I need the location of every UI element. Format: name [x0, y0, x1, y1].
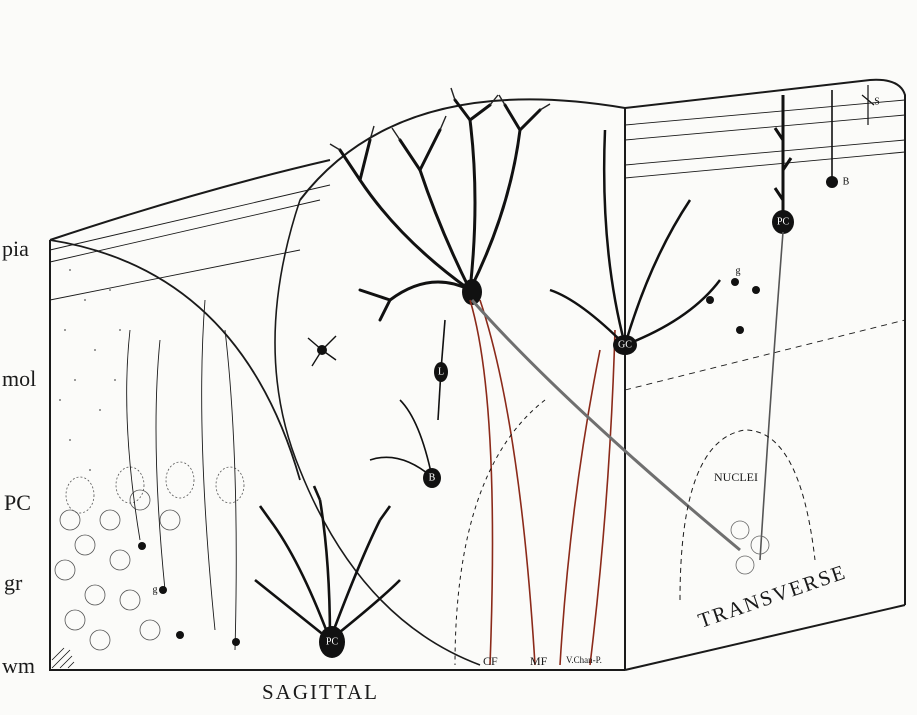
label-nuclei: NUCLEI: [714, 470, 758, 485]
top-curve: [300, 99, 625, 200]
label-cf: CF: [483, 654, 498, 669]
label-pia: pia: [2, 236, 29, 262]
climbing-fibers: [470, 300, 615, 665]
label-pc-sagittal: PC: [326, 637, 338, 648]
label-lugaro: L: [438, 367, 444, 378]
transverse-layer-lines: [625, 100, 905, 390]
purkinje-transverse: [775, 95, 791, 225]
label-pc: PC: [4, 490, 31, 516]
sagittal-arc: [275, 200, 480, 665]
label-artist: V.Chan-P.: [566, 655, 602, 665]
label-wm: wm: [2, 653, 35, 679]
label-mol: mol: [2, 366, 36, 392]
label-gr: gr: [4, 570, 22, 596]
label-granule-sagittal: g: [153, 585, 158, 596]
ascending-axons: [127, 300, 237, 650]
purkinje-fine-branches: [330, 88, 550, 150]
pc-layer-outlines: [66, 462, 244, 513]
label-pc-transverse: PC: [777, 217, 789, 228]
purkinje-dendrites-lower: [255, 486, 400, 640]
granule-circles-left: [55, 490, 180, 650]
stellate-sagittal-soma: [317, 345, 327, 355]
label-granule-transverse: g: [736, 266, 741, 277]
label-golgi: GC: [618, 340, 632, 351]
basket-cell-transverse: [826, 90, 838, 188]
label-basket-transverse: B: [843, 177, 850, 188]
bottom-right-edge: [625, 605, 905, 670]
sagittal-inner-arc: [50, 240, 300, 480]
sagittal-dashed: [455, 400, 545, 665]
molecular-dots: [59, 269, 121, 471]
label-basket-sagittal: B: [429, 473, 436, 484]
label-stellate: S: [874, 97, 880, 108]
sagittal-face-outline: [50, 160, 625, 670]
white-matter-hatch: [52, 648, 74, 668]
label-mf: MF: [530, 654, 547, 669]
label-sagittal: SAGITTAL: [262, 680, 379, 705]
purkinje-dendrites-sagittal: [340, 100, 540, 320]
purkinje-transverse-axon: [760, 232, 783, 560]
top-edge-right: [625, 80, 905, 605]
